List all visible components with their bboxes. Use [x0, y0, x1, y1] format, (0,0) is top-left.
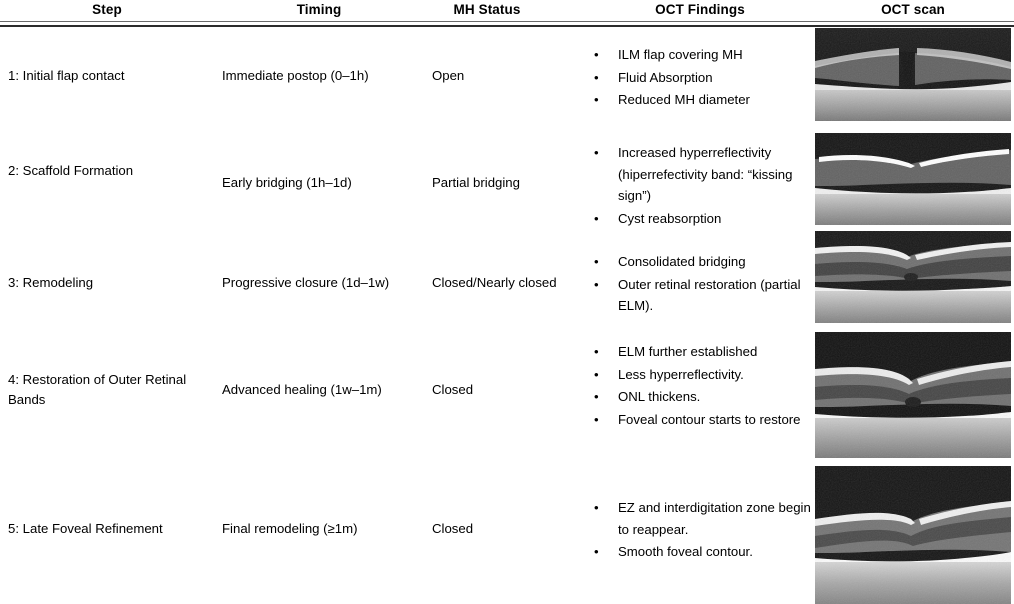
- finding-bullet: • EZ and interdigitation zone begin to re…: [592, 497, 814, 540]
- finding-text: Foveal contour starts to restore: [618, 411, 801, 427]
- finding-text: Reduced MH diameter: [618, 92, 750, 107]
- oct-b-scan-graphic: [815, 133, 1011, 225]
- finding-bullet: • Smooth foveal contour.: [592, 541, 814, 563]
- bullet-dot: •: [594, 500, 599, 515]
- cell-step: 5: Late Foveal Refinement: [8, 521, 163, 536]
- cell-oct-findings: • Increased hyperreflectivity (hiperrefec…: [592, 142, 814, 230]
- cell-mh-status: Closed: [432, 521, 474, 536]
- bullet-dot: •: [594, 47, 599, 62]
- cell-oct-findings: • ELM further established • Less hyperrefl…: [592, 341, 814, 431]
- oct-b-scan-graphic: [815, 28, 1011, 121]
- header-rule-thick: [0, 25, 1014, 27]
- column-header-step: Step: [92, 2, 122, 17]
- finding-text: EZ and interdigitation zone begin to rea…: [618, 500, 811, 537]
- finding-text: Fluid Absorption: [618, 69, 713, 85]
- bullet-dot: •: [594, 544, 599, 559]
- finding-text: ONL thickens.: [618, 389, 701, 404]
- bullet-dot: •: [594, 210, 599, 226]
- oct-b-scan-graphic: [815, 466, 1011, 604]
- column-header-timing: Timing: [296, 2, 342, 17]
- oct-scan-image: [815, 28, 1011, 121]
- cell-step: 1: Initial flap contact: [8, 68, 125, 83]
- cell-step: 4: Restoration of Outer Retinal Bands: [8, 372, 187, 407]
- table-header-row: Step Timing MH Status OCT Findings OCT s…: [0, 0, 1014, 21]
- cell-mh-status: Closed/Nearly closed: [432, 275, 557, 290]
- finding-text: Smooth foveal contour.: [618, 544, 753, 559]
- cell-mh-status: Open: [432, 68, 465, 83]
- finding-bullet: • ELM further established: [592, 341, 814, 363]
- column-header-oct-findings: OCT Findings: [655, 2, 745, 17]
- column-header-oct-scan: OCT scan: [881, 2, 945, 17]
- oct-b-scan-graphic: [815, 231, 1011, 323]
- table-row: 3: Remodeling Progressive closure (1d–1w…: [0, 231, 1014, 333]
- oct-scan-image: [815, 231, 1011, 323]
- column-header-mh-status: MH Status: [453, 2, 521, 17]
- finding-text: Increased hyperreflectivity (hiperrefect…: [618, 145, 793, 203]
- finding-text: Outer retinal restoration (partial ELM).: [618, 276, 801, 314]
- bullet-dot: •: [594, 145, 599, 160]
- bullet-dot: •: [594, 389, 599, 404]
- table-row: 1: Initial flap contact Immediate postop…: [0, 28, 1014, 133]
- finding-text: ELM further established: [618, 344, 758, 359]
- finding-text: Cyst reabsorption: [618, 210, 722, 226]
- bullet-dot: •: [594, 276, 599, 292]
- finding-bullet: • Increased hyperreflectivity (hiperrefec…: [592, 142, 814, 207]
- cell-oct-findings: •ILM flap covering MH •Fluid Absorption …: [592, 44, 814, 112]
- finding-text: Consolidated bridging: [618, 254, 746, 269]
- finding-bullet: • Reduced MH diameter: [592, 89, 814, 111]
- oct-scan-image: [815, 466, 1011, 604]
- oct-scan-image: [815, 133, 1011, 225]
- table-row: 2: Scaffold Formation Early bridging (1h…: [0, 133, 1014, 233]
- cell-oct-findings: • Consolidated bridging • Outer retinal re…: [592, 251, 814, 318]
- finding-bullet: • Outer retinal restoration (partial ELM)…: [592, 274, 814, 317]
- bullet-dot: •: [594, 92, 599, 107]
- bullet-dot: •: [594, 344, 599, 359]
- oct-scan-image: [815, 332, 1011, 458]
- oct-b-scan-graphic: [815, 332, 1011, 458]
- cell-mh-status: Closed: [432, 382, 474, 397]
- cell-timing: Advanced healing (1w–1m): [222, 382, 382, 397]
- finding-bullet: • Foveal contour starts to restore: [592, 409, 814, 431]
- bullet-dot: •: [594, 366, 599, 382]
- header-rule-thin: [0, 21, 1014, 22]
- finding-bullet: • ILM flap covering MH: [592, 44, 814, 66]
- finding-bullet: • ONL thickens.: [592, 386, 814, 408]
- finding-bullet: • Fluid Absorption: [592, 67, 814, 89]
- finding-bullet: • Cyst reabsorption: [592, 208, 814, 230]
- cell-timing: Immediate postop (0–1h): [222, 68, 369, 83]
- finding-bullet: • Less hyperreflectivity.: [592, 364, 814, 386]
- cell-mh-status: Partial bridging: [432, 175, 520, 190]
- table-row: 5: Late Foveal Refinement Final remodeli…: [0, 466, 1014, 604]
- table-row: 4: Restoration of Outer Retinal Bands Ad…: [0, 332, 1014, 468]
- cell-timing: Progressive closure (1d–1w): [222, 275, 390, 290]
- bullet-dot: •: [594, 254, 599, 269]
- cell-step: 2: Scaffold Formation: [8, 163, 134, 178]
- bullet-dot: •: [594, 69, 599, 85]
- bullet-dot: •: [594, 411, 599, 427]
- cell-timing: Final remodeling (≥1m): [222, 521, 358, 536]
- finding-text: ILM flap covering MH: [618, 47, 743, 62]
- finding-text: Less hyperreflectivity.: [618, 366, 744, 382]
- cell-step: 3: Remodeling: [8, 275, 94, 290]
- finding-bullet: • Consolidated bridging: [592, 251, 814, 273]
- cell-oct-findings: • EZ and interdigitation zone begin to re…: [592, 497, 814, 564]
- cell-timing: Early bridging (1h–1d): [222, 175, 352, 190]
